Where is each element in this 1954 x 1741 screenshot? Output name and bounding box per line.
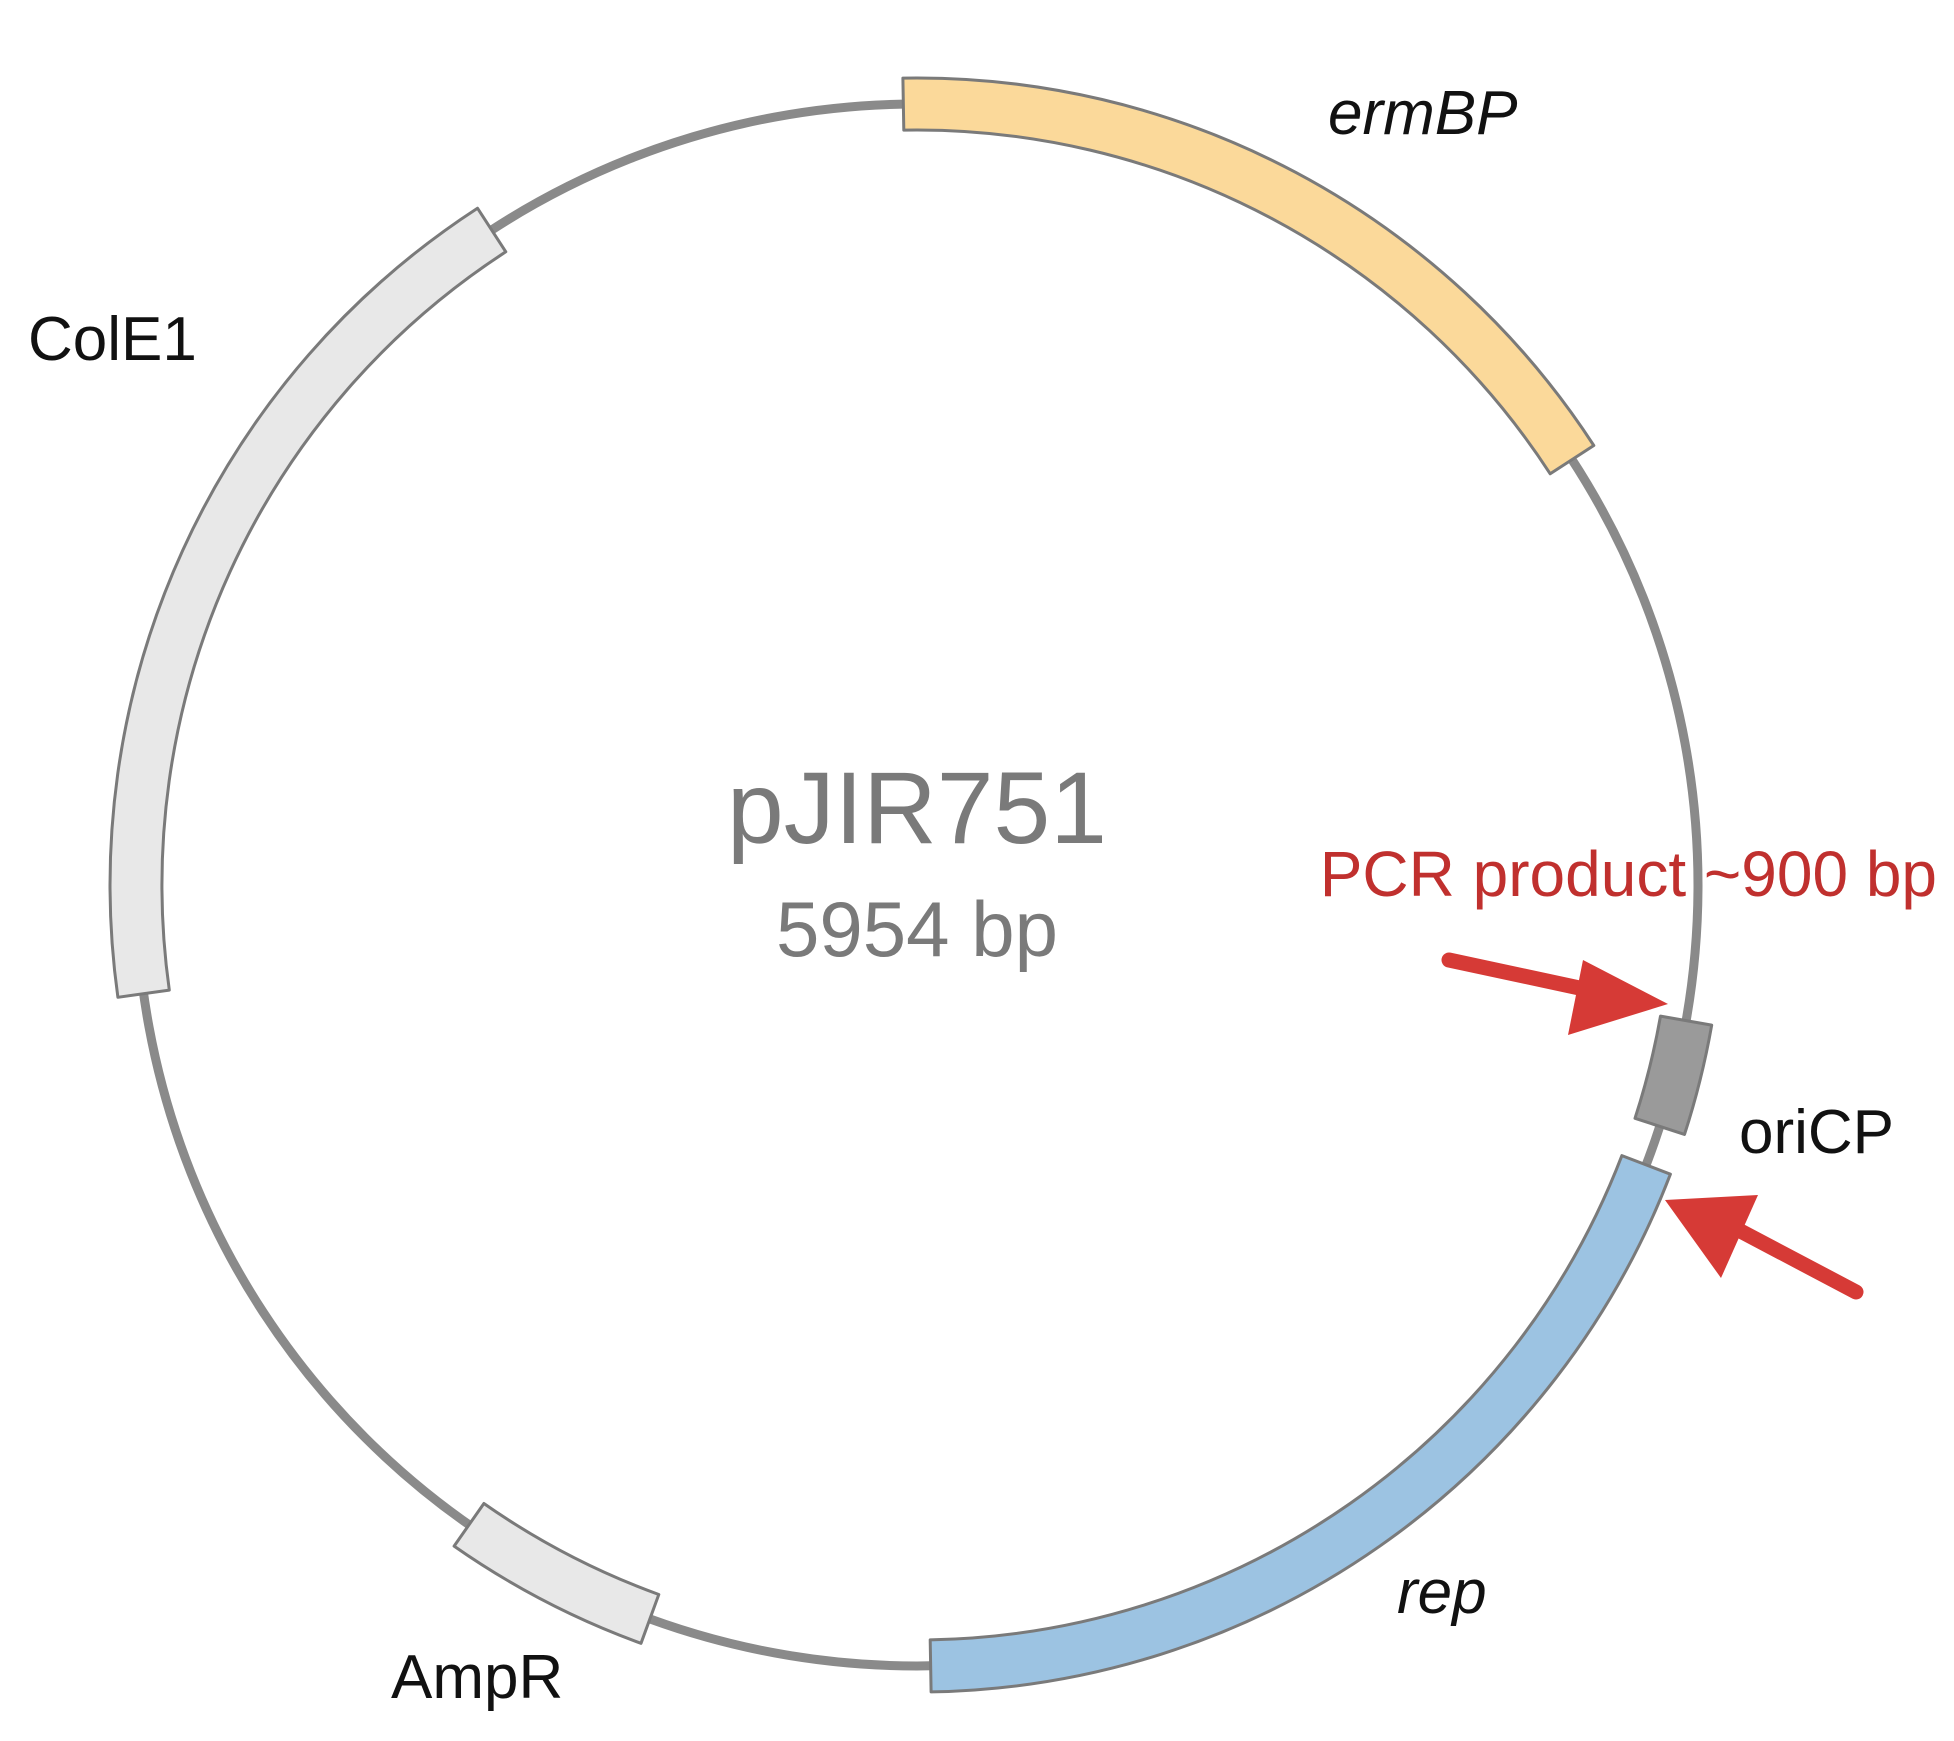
feature-label-ermBP: ermBP xyxy=(1328,79,1517,148)
plasmid-size: 5954 bp xyxy=(776,885,1058,973)
feature-rep-segment[interactable] xyxy=(928,1154,1672,1694)
plasmid-name: pJIR751 xyxy=(727,751,1107,865)
feature-ermBP-segment[interactable] xyxy=(901,76,1596,476)
feature-oriCP-segment[interactable] xyxy=(1633,1014,1714,1136)
pcr-primer-arrow-icon xyxy=(1665,1195,1864,1300)
feature-label-AmpR: AmpR xyxy=(391,1643,563,1712)
pcr-primer-arrow-icon xyxy=(1441,952,1668,1035)
feature-ColE1-segment[interactable] xyxy=(108,206,508,999)
feature-AmpR-segment[interactable] xyxy=(452,1502,661,1645)
feature-label-oriCP: oriCP xyxy=(1739,1098,1894,1167)
feature-label-ColE1: ColE1 xyxy=(28,305,197,374)
feature-label-rep: rep xyxy=(1397,1558,1487,1627)
pcr-product-label: PCR product ~900 bp xyxy=(1320,838,1937,910)
